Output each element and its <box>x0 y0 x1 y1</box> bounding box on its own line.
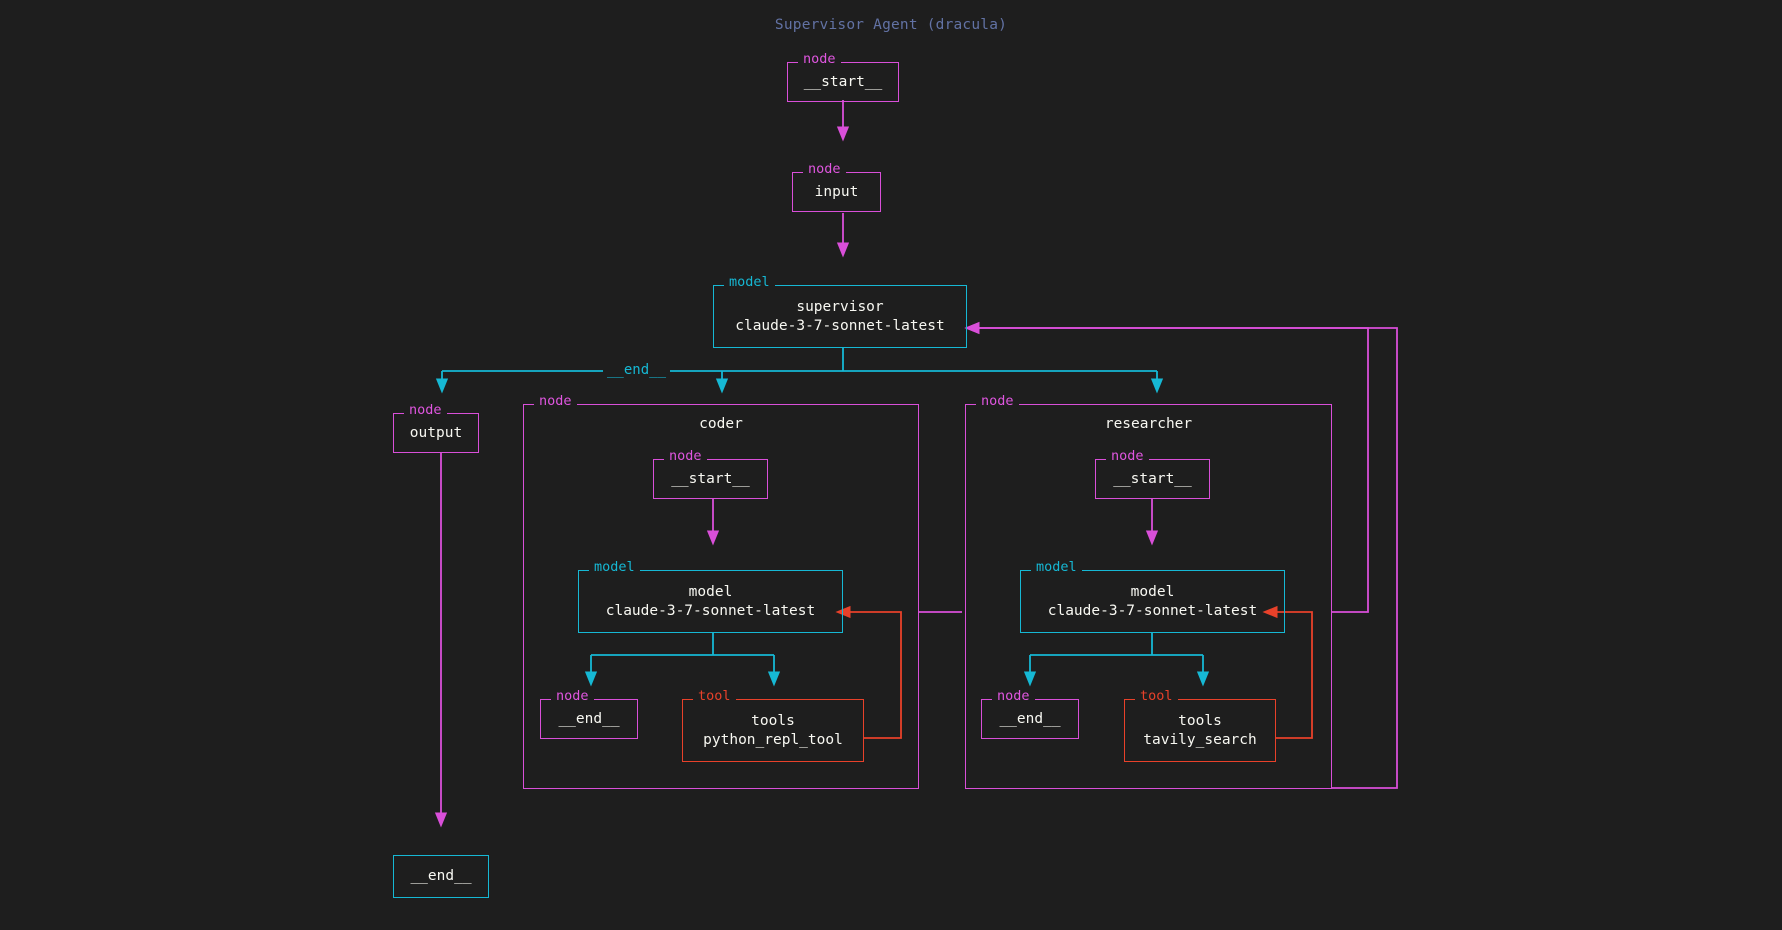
tool-name: python_repl_tool <box>703 731 843 748</box>
subgraph-coder[interactable]: node coder <box>523 394 919 789</box>
node-legend: node <box>1106 449 1149 464</box>
node-label: __start__ <box>1113 470 1192 487</box>
node-start[interactable]: node __start__ <box>787 52 899 102</box>
node-legend: node <box>404 403 447 418</box>
coder-model-name: model <box>688 583 733 600</box>
node-legend: node <box>551 689 594 704</box>
model-legend: model <box>589 560 640 575</box>
supervisor-model: claude-3-7-sonnet-latest <box>735 317 945 334</box>
node-label: __end__ <box>410 868 472 884</box>
edge-label-end: __end__ <box>603 363 671 377</box>
model-legend: model <box>724 275 775 290</box>
node-label: __start__ <box>671 470 750 487</box>
subgraph-legend: node <box>534 394 577 409</box>
node-researcher-model[interactable]: model model claude-3-7-sonnet-latest <box>1020 560 1285 633</box>
node-coder-tools[interactable]: tool tools python_repl_tool <box>682 689 864 762</box>
node-label: __end__ <box>999 710 1061 727</box>
node-legend: node <box>798 52 841 67</box>
tool-legend: tool <box>693 689 736 704</box>
node-legend: node <box>664 449 707 464</box>
node-label: __end__ <box>558 710 620 727</box>
supervisor-name: supervisor <box>796 298 884 315</box>
node-label: __start__ <box>803 73 883 90</box>
researcher-model-name: model <box>1130 583 1175 600</box>
node-coder-end[interactable]: node __end__ <box>540 689 638 739</box>
tools-label: tools <box>751 712 795 729</box>
node-coder-model[interactable]: model model claude-3-7-sonnet-latest <box>578 560 843 633</box>
node-end-terminal[interactable]: __end__ <box>393 855 489 898</box>
node-researcher-start[interactable]: node __start__ <box>1095 449 1210 499</box>
subgraph-title: researcher <box>1104 416 1193 432</box>
node-legend: node <box>803 162 846 177</box>
node-researcher-end[interactable]: node __end__ <box>981 689 1079 739</box>
model-legend: model <box>1031 560 1082 575</box>
node-label: output <box>409 424 463 441</box>
node-label: input <box>814 183 859 200</box>
diagram-title: Supervisor Agent (dracula) <box>774 17 1008 33</box>
tool-legend: tool <box>1135 689 1178 704</box>
node-output[interactable]: node output <box>393 403 479 453</box>
node-researcher-tools[interactable]: tool tools tavily_search <box>1124 689 1276 762</box>
subgraph-title: coder <box>699 416 743 432</box>
researcher-model-id: claude-3-7-sonnet-latest <box>1047 602 1258 619</box>
tools-label: tools <box>1178 712 1222 729</box>
coder-model-id: claude-3-7-sonnet-latest <box>605 602 816 619</box>
subgraph-legend: node <box>976 394 1019 409</box>
node-coder-start[interactable]: node __start__ <box>653 449 768 499</box>
node-legend: node <box>992 689 1035 704</box>
subgraph-researcher[interactable]: node researcher <box>965 394 1332 789</box>
node-input[interactable]: node input <box>792 162 881 212</box>
tool-name: tavily_search <box>1143 731 1257 748</box>
node-supervisor[interactable]: model supervisor claude-3-7-sonnet-lates… <box>713 275 967 348</box>
